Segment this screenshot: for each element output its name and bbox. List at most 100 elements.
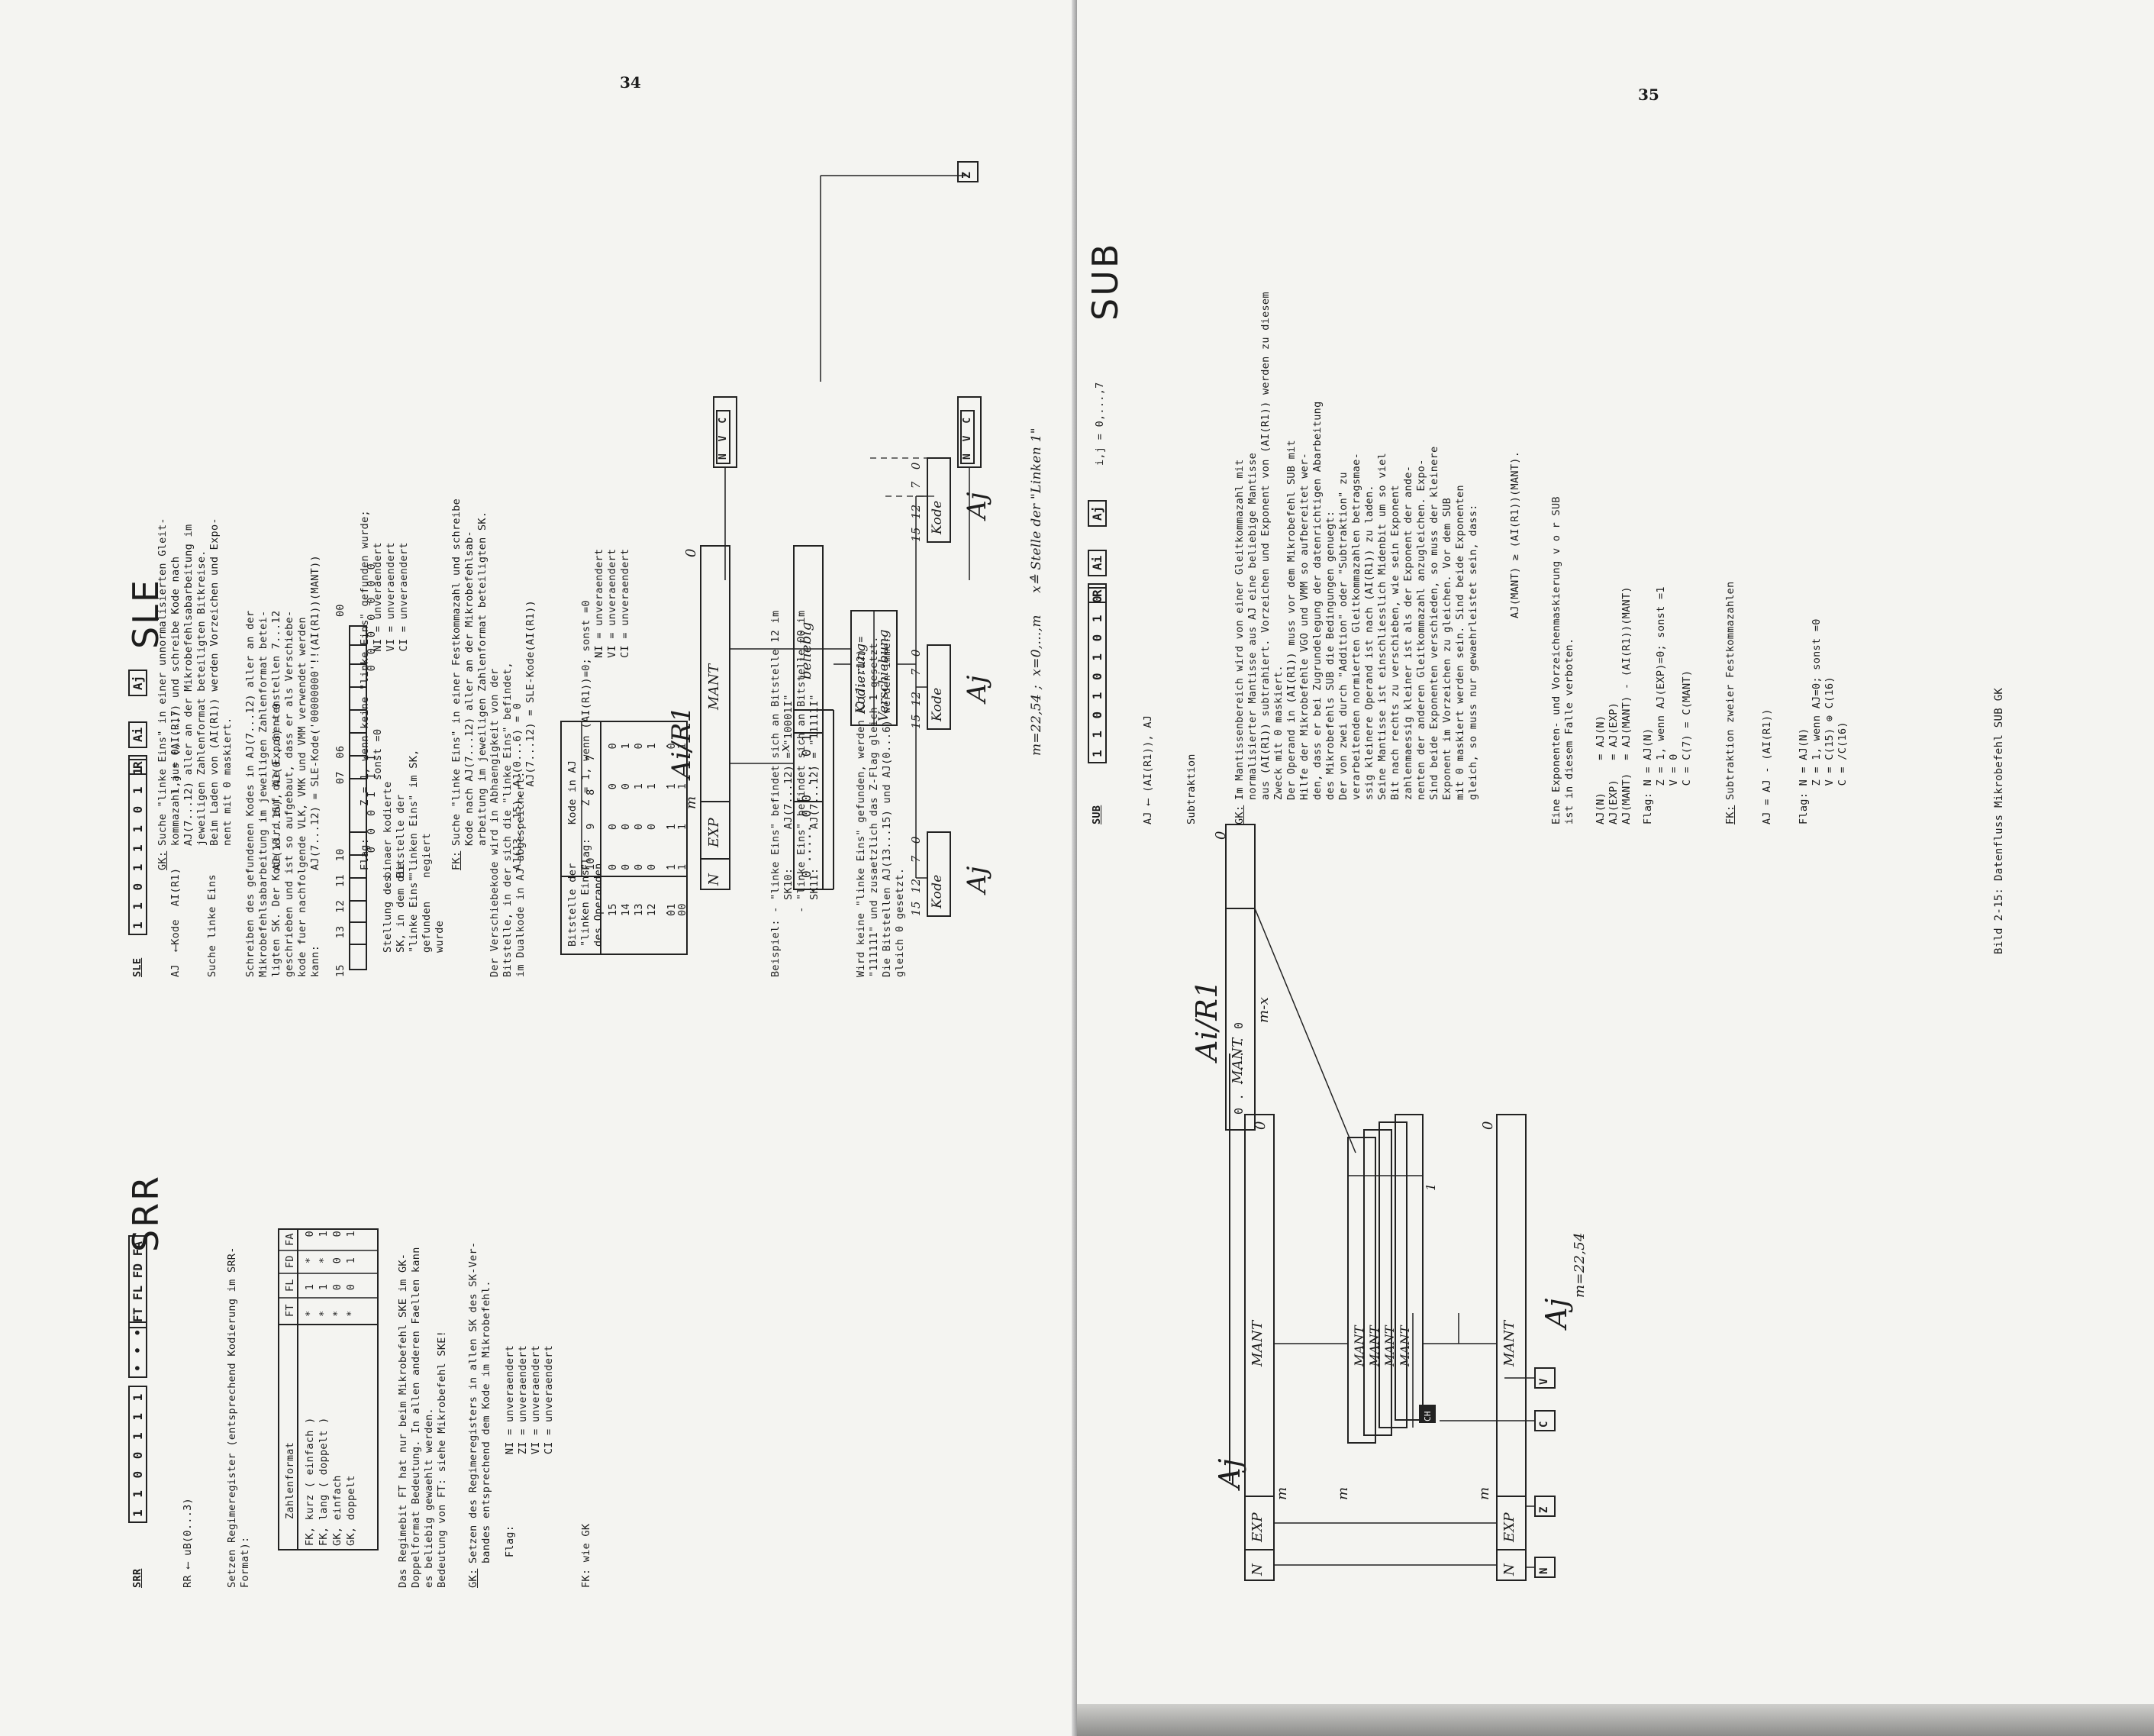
sub-flag: Flag: N = AJ(N) Z = 1, wenn AJ(EXP)=0; s… — [1642, 586, 1693, 824]
field-mant: MANT — [1382, 1325, 1397, 1367]
label-aj-bottom: Aj — [1540, 1298, 1573, 1328]
register-bits: 0 ..... 0 0 ... 0 1 — [799, 734, 814, 878]
table-cell: 00 — [676, 903, 688, 916]
srr-header-zahlenformat: Zahlenformat — [284, 1441, 296, 1519]
srr-row: GK, doppelt — [345, 1475, 358, 1546]
field-mant: MANT — [1501, 1320, 1517, 1367]
scan-shadow — [1077, 1704, 2154, 1736]
table-cell: 1 — [318, 1230, 330, 1237]
srr-row: GK, einfach — [331, 1475, 344, 1546]
table-cell: * — [318, 1310, 330, 1317]
table-row: 13 — [633, 903, 646, 916]
table-row-values: 0 0 1 0 — [633, 743, 646, 870]
field-n: N — [1250, 1563, 1266, 1576]
sle-title: Suche linke Eins — [206, 874, 218, 977]
sub-big-label: SUB — [1085, 241, 1126, 321]
sub-fk-title: Subtraktion zweier Festkommazahlen — [1724, 581, 1736, 800]
label-m-x: m-x — [1256, 996, 1272, 1023]
table-cell: GK, einfach — [331, 1475, 343, 1546]
sub-tag: SUB — [1091, 805, 1103, 824]
table-cell: * — [318, 1257, 330, 1264]
label-m: m — [683, 795, 699, 809]
srr-big-label: SRR — [125, 1173, 166, 1252]
field-mant: MANT — [1250, 1320, 1266, 1367]
srr-tag: SRR — [131, 1568, 143, 1588]
sle-reg-aj: Aj — [128, 669, 147, 696]
table-cell: * — [345, 1310, 357, 1317]
page-34: 34 SLE 1 1 0 1 1 1 0 1 1 R Ai Aj SLE AJ … — [125, 73, 1044, 1588]
table-cell: * — [304, 1310, 316, 1317]
label-0: 0 — [1253, 1121, 1269, 1130]
label-verschiebung: Verschiebung — [876, 629, 892, 721]
sle-fk-flag: Flag: Z = 1, wenn (AI(R1))=0; sonst =0 N… — [580, 548, 631, 870]
label-0: 0 — [1213, 831, 1229, 840]
srr-row: FK, lang ( doppelt ) — [318, 1417, 331, 1546]
srr-flag: Flag: NI = unveraendert ZI = unveraender… — [504, 1344, 555, 1557]
table-cell: 12 — [646, 903, 658, 916]
srr-operation: RR ⟵ uB(0...3) — [182, 1498, 194, 1588]
label-m: m — [1274, 1486, 1290, 1500]
label-m: m — [1476, 1486, 1492, 1500]
table-cell: 1 — [646, 782, 658, 790]
sle-gk-formula-2: AJ(7...12) = SLE-Kode('00000000'!!(AI(R1… — [309, 555, 321, 870]
table-row: 15 — [607, 903, 620, 916]
label-kode: Kode — [930, 874, 945, 908]
label-kode: Kode — [930, 687, 945, 721]
table-cell: FK, kurz ( einfach ) — [304, 1417, 316, 1546]
srr-title: Setzen Regimeregister (entsprechend Kodi… — [226, 1247, 251, 1588]
sle-tag: SLE — [131, 957, 143, 977]
field-exp: EXP — [706, 818, 722, 847]
ch-label: CH — [1423, 1411, 1433, 1421]
label-aj: Aj — [962, 675, 992, 702]
table-row-values: 0 0 1 1 — [646, 743, 659, 870]
bit-positions: 15 12 7 0 — [909, 462, 923, 542]
sle-reg-ai: Ai — [128, 721, 147, 748]
srr-note: Das Regimebit FT hat nur beim Mikrobefeh… — [397, 1247, 448, 1588]
table-cell: 0 — [331, 1230, 343, 1237]
table-cell: 14 — [620, 903, 632, 916]
page-35: 35 SUB 1 1 0 1 0 1 0 1 0 R Ai Aj i,j = 0… — [1077, 0, 2154, 1736]
label-0: 0 — [1480, 1121, 1496, 1130]
label-aj: Aj — [962, 866, 992, 893]
table-cell: 1 — [318, 1283, 330, 1291]
sub-opcode: 1 1 0 1 0 1 0 1 0 — [1088, 587, 1107, 763]
sle-operation: AJ ⟵Kode AI(R1) — [169, 867, 182, 977]
sub-reg-ai: Ai — [1088, 549, 1107, 576]
table-cell: 0 — [345, 1283, 357, 1291]
page-number: 34 — [620, 73, 641, 92]
table-cell: GK, doppelt — [345, 1475, 357, 1546]
srr-header-fl: FL — [284, 1279, 296, 1292]
nvc-label-top: N V C — [716, 409, 730, 464]
sub-fk-label: FK: — [1724, 805, 1736, 824]
sub-operation: AJ ⟵ (AI(R1)), AJ — [1142, 715, 1154, 824]
sub-title: Subtraktion — [1185, 753, 1198, 824]
srr-header-ft: FT — [284, 1304, 296, 1317]
srr-row: FK, kurz ( einfach ) — [304, 1417, 317, 1546]
flag-v-label: V — [1538, 1378, 1550, 1385]
label-1: 1 — [1424, 1183, 1438, 1191]
sub-gk-label: GK: — [1233, 805, 1246, 824]
sle-gk-text: Suche "linke Eins" in einer unnormalisie… — [156, 518, 234, 846]
field-n: N — [706, 873, 722, 886]
z-label: Z — [959, 171, 973, 179]
table-cell: 1 — [676, 823, 688, 831]
sub-gk-text: Im Mantissenbereich wird von einer Gleit… — [1233, 292, 1479, 800]
table-cell: FK, lang ( doppelt ) — [318, 1417, 330, 1546]
table-cell: 1 — [646, 742, 658, 750]
sub-reg-aj: Aj — [1088, 499, 1107, 527]
table-cell: 0 — [646, 863, 658, 870]
srr-header-fd: FD — [284, 1255, 296, 1268]
sub-mask-note: Eine Exponenten- und Vorzeichenmaskierun… — [1550, 496, 1575, 824]
label-aj-top: Aj — [1213, 1458, 1246, 1489]
table-cell: * — [304, 1257, 316, 1264]
srr-opcode: 1 1 0 0 1 1 1 — [128, 1385, 147, 1523]
table-header-kode: Kode in AJ — [566, 760, 579, 824]
label-kode: Kode — [930, 500, 945, 534]
field-mant: MANT — [1398, 1325, 1412, 1367]
field-mant: MANT — [1367, 1325, 1382, 1367]
sub-reg-r: R — [1088, 583, 1107, 603]
table-cell: 1 — [345, 1257, 357, 1264]
flag-z-label: Z — [1538, 1506, 1550, 1513]
label-kodierung: Kodierung — [853, 643, 869, 714]
